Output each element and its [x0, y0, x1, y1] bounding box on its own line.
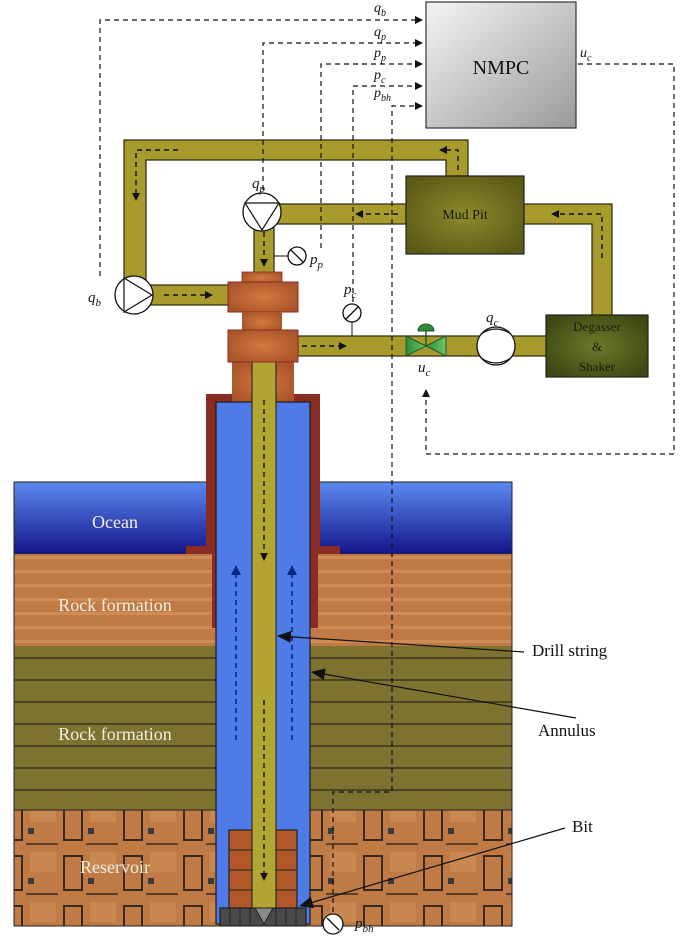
backpressure-pump: qb — [88, 275, 154, 315]
callouts: Drill string Annulus Bit — [277, 630, 608, 909]
choke-valve: uc — [405, 323, 447, 379]
annulus-pointer — [311, 668, 577, 719]
choke-pressure-label: pc — [343, 282, 357, 301]
signal-label-qb: qb — [374, 1, 386, 19]
signal-line-qp — [262, 39, 423, 190]
main-pump-label: qp — [252, 176, 266, 195]
choke-flow-label: qc — [486, 310, 499, 329]
choke-pressure-gauge: pc — [342, 282, 362, 336]
drill-bit — [219, 907, 307, 927]
control-signal: uc — [422, 46, 675, 455]
flow-arrow-mudpit-top — [439, 146, 459, 170]
signal-label-qp: qp — [374, 25, 386, 43]
reservoir-label: Reservoir — [80, 857, 150, 877]
signal-label-pp: pp — [373, 46, 386, 64]
measurement-signals: qb qp pp pc pbh — [99, 1, 423, 912]
drill-string-label: Drill string — [532, 641, 608, 660]
signal-line-pbh — [332, 102, 423, 912]
rock-formation-label-upper: Rock formation — [58, 595, 171, 615]
nmpc-controller: NMPC — [425, 1, 577, 129]
backpressure-feed — [149, 284, 231, 306]
pump-pressure-gauge: pp — [274, 246, 324, 271]
well — [186, 299, 340, 927]
degasser-label-2: & — [592, 339, 602, 354]
backpressure-pump-label: qb — [88, 290, 102, 309]
main-pump: qp — [242, 176, 282, 232]
bottomhole-pressure-gauge: pbh — [322, 913, 374, 935]
signal-line-pc — [352, 82, 423, 302]
bit-label: Bit — [572, 817, 593, 836]
bit-pointer — [299, 827, 566, 909]
signal-label-pbh: pbh — [373, 86, 391, 104]
mud-circuit — [123, 139, 613, 357]
flow-arrow-top — [132, 149, 178, 201]
choke-valve-label: uc — [418, 360, 431, 379]
rock-formation-label-lower: Rock formation — [58, 724, 171, 744]
mud-pit-label: Mud Pit — [442, 208, 488, 223]
signal-line-qb — [99, 16, 423, 276]
choke-flow-meter: qc — [476, 310, 516, 366]
wellhead-upper-flange — [227, 281, 299, 313]
mud-pit: Mud Pit — [405, 175, 525, 255]
return-line — [523, 203, 613, 317]
drill-string-pointer — [277, 630, 525, 653]
pump-pressure-label: pp — [309, 252, 324, 271]
nmpc-label: NMPC — [473, 57, 530, 79]
signal-line-pp — [320, 60, 423, 248]
signal-label-pc: pc — [373, 68, 386, 86]
wellhead-lower-flange — [227, 329, 299, 363]
degasser-label-3: Shaker — [579, 359, 616, 374]
bottomhole-pressure-label: pbh — [354, 916, 374, 935]
degasser-label-1: Degasser — [573, 319, 621, 334]
degasser-shaker: Degasser & Shaker — [545, 314, 649, 378]
signal-line-uc — [422, 63, 675, 455]
signal-label-uc: uc — [580, 46, 592, 64]
annulus-label: Annulus — [538, 721, 596, 740]
wellhead — [227, 271, 299, 363]
ocean-label: Ocean — [92, 512, 138, 532]
